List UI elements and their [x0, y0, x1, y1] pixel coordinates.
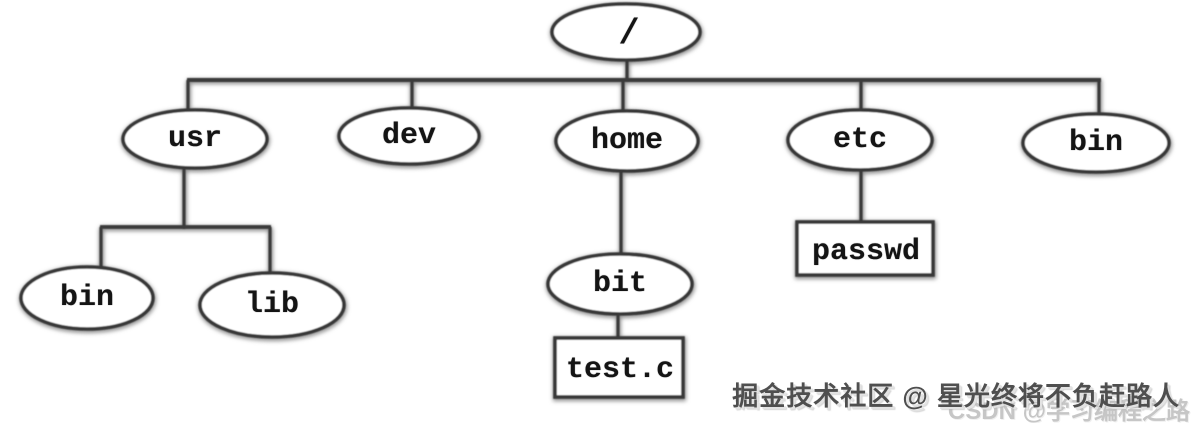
node-ellipse-home — [554, 109, 700, 173]
watermark-juejin: 掘金技术社区 @ 星光终将不负赶路人 — [732, 381, 1180, 411]
node-rect-testc — [553, 336, 685, 399]
watermark-csdn: CSDN @学习编程之路 — [947, 398, 1190, 423]
node-label-home: home — [590, 124, 664, 158]
node-label-usr-lib: lib — [244, 288, 300, 322]
node-ellipse-dev — [337, 106, 481, 166]
node-label-passwd: passwd — [811, 235, 921, 269]
node-ellipse-bin-root — [1021, 112, 1171, 174]
node-label-etc: etc — [832, 123, 888, 157]
node-label-testc: test.c — [565, 353, 675, 387]
node-label-dev: dev — [381, 119, 437, 153]
node-ellipse-usr — [121, 108, 269, 170]
node-ellipse-bit — [546, 252, 694, 316]
node-ellipse-usr-bin — [19, 265, 155, 331]
node-label-usr: usr — [167, 122, 223, 156]
node-label-root: / — [618, 14, 640, 54]
node-label-bin-root: bin — [1068, 126, 1124, 160]
node-ellipse-root — [550, 2, 702, 62]
node-rect-passwd — [795, 220, 935, 277]
node-label-bit: bit — [592, 267, 648, 301]
node-label-usr-bin: bin — [59, 281, 115, 315]
node-ellipse-usr-lib — [198, 271, 346, 339]
node-ellipse-etc — [786, 108, 934, 172]
